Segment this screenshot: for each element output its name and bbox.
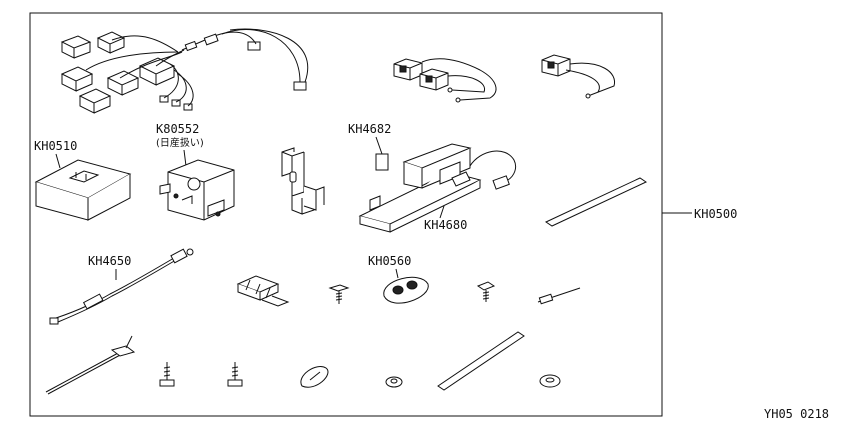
pad-icon [437, 331, 525, 391]
bracket-icon [281, 147, 325, 215]
spring-icon [375, 153, 389, 171]
cable-icon [49, 248, 194, 325]
small-connector-harness-icon [537, 287, 581, 305]
strip-icon [544, 177, 648, 227]
screw-icon [328, 284, 350, 304]
label-k80552: K80552 [156, 122, 199, 136]
small-connector-harness-icon [541, 54, 616, 99]
key-fob-icon [383, 276, 429, 304]
bolt-icon [227, 362, 243, 387]
wiring-harness-icon [60, 28, 308, 114]
nut-icon [385, 376, 403, 388]
label-kh0560: KH0560 [368, 254, 411, 268]
control-unit-icon [34, 159, 132, 221]
washer-icon [539, 374, 561, 388]
actuator-icon [159, 159, 235, 221]
tie-wrap-icon [45, 335, 136, 395]
label-kh0500: KH0500 [694, 207, 737, 221]
label-kh4680: KH4680 [424, 218, 467, 232]
diagram-frame [29, 12, 663, 417]
label-kh4682: KH4682 [348, 122, 391, 136]
screw-icon [476, 281, 496, 302]
label-kh0510: KH0510 [34, 139, 77, 153]
label-kh4650: KH4650 [88, 254, 131, 268]
label-k80552-note: (日産扱い) [156, 136, 204, 149]
clip-icon [236, 275, 290, 307]
grommet-icon [300, 366, 329, 388]
figure-code: YH05 0218 [764, 407, 829, 421]
bolt-icon [159, 362, 175, 387]
door-lock-assembly-icon [358, 143, 510, 233]
connector-harness-icon [393, 58, 497, 103]
